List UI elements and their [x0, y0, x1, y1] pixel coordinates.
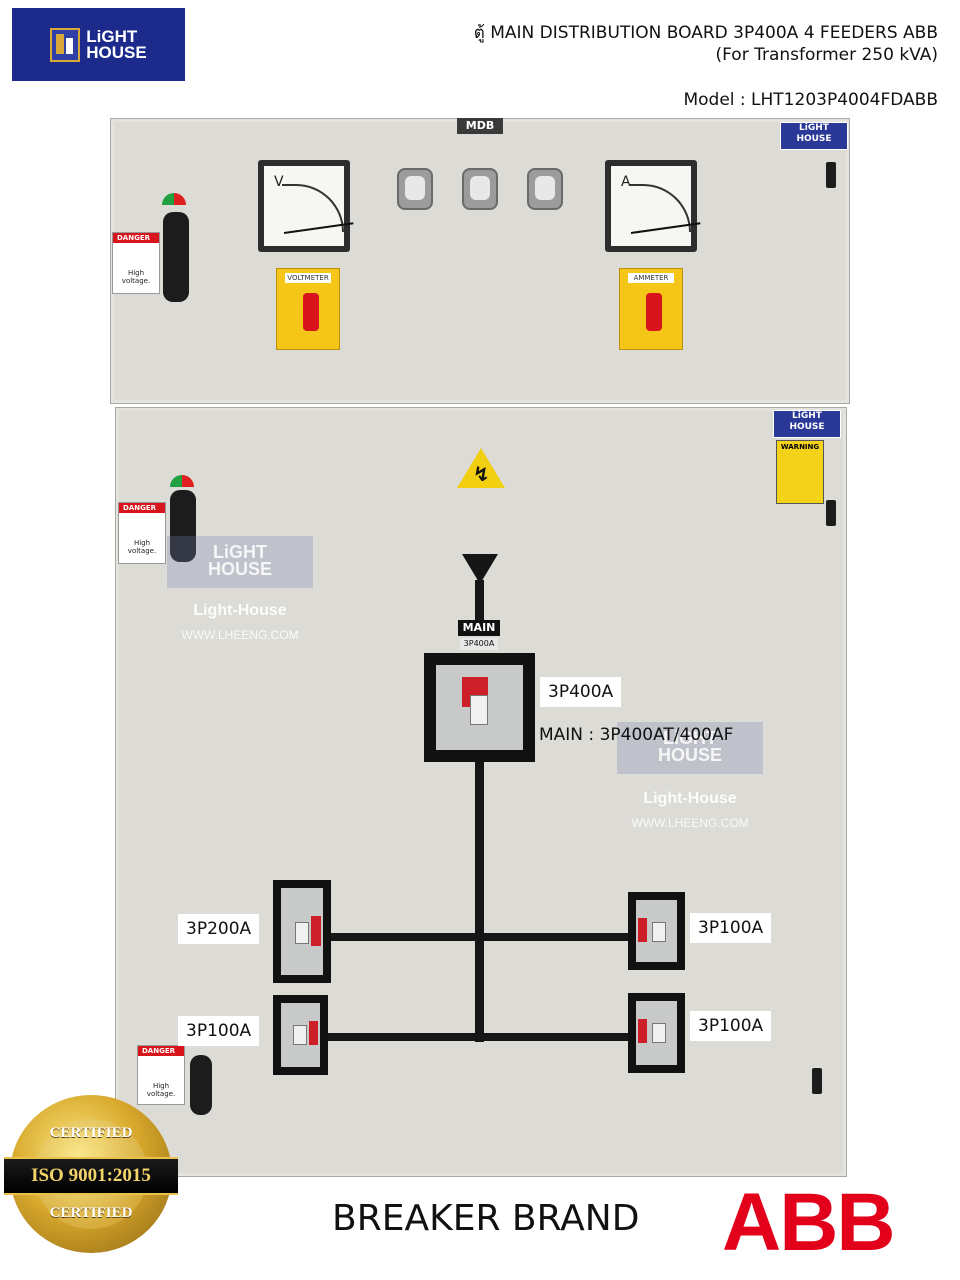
panel-logo-bottom: LiGHT HOUSE [773, 410, 841, 438]
logo-line-2: HOUSE [86, 42, 147, 62]
ammeter: A [605, 160, 701, 252]
ammeter-letter: A [621, 174, 631, 190]
feeder-toggle-right-top[interactable] [652, 922, 666, 942]
panel-logo-top: LiGHT HOUSE [780, 122, 848, 150]
danger-sticker-middle: DANGER High voltage. [118, 502, 166, 564]
lower-handle[interactable] [190, 1055, 212, 1115]
watermark-logo-right: LiGHT HOUSE [617, 722, 763, 774]
product-title: ตู้ MAIN DISTRIBUTION BOARD 3P400A 4 FEE… [474, 22, 938, 66]
main-breaker-spec: MAIN : 3P400AT/400AF [539, 725, 734, 745]
pilot-lamp-l2 [462, 168, 498, 210]
callout-feeder-right-bottom: 3P100A [690, 1011, 772, 1041]
model-number: Model : LHT1203P4004FDABB [683, 90, 938, 110]
title-line-2: (For Transformer 250 kVA) [715, 45, 938, 65]
warning-sticker: WARNING [776, 440, 824, 504]
feeder-breaker-right-top[interactable] [628, 892, 685, 970]
callout-feeder-right-top: 3P100A [690, 913, 772, 943]
watermark-name-left: Light-House [193, 602, 287, 619]
voltmeter-letter: V [274, 174, 284, 190]
pilot-lamp-l3 [527, 168, 563, 210]
feeder-toggle-right-bottom[interactable] [652, 1023, 666, 1043]
main-nameplate-rating: 3P400A [460, 638, 498, 650]
abb-logo: ABB [722, 1177, 896, 1268]
danger-sticker-top: DANGER High voltage. [112, 232, 160, 294]
busbar-incoming [475, 580, 484, 620]
seal-bottom-word: CERTIFIED [49, 1205, 133, 1221]
danger-sticker-bottom: DANGER High voltage. [137, 1045, 185, 1105]
watermark-name-right: Light-House [643, 790, 737, 807]
bottom-door-handle-indicator [170, 475, 194, 487]
pilot-lamp-l1 [397, 168, 433, 210]
title-line-1: ตู้ MAIN DISTRIBUTION BOARD 3P400A 4 FEE… [473, 23, 938, 43]
selector-knob-icon[interactable] [646, 293, 662, 331]
top-door-handle-indicator [162, 193, 186, 205]
main-breaker-toggle[interactable] [470, 695, 488, 725]
electrical-hazard-icon [457, 448, 505, 488]
mdb-nameplate: MDB [457, 118, 503, 134]
incoming-arrow-icon [462, 554, 498, 584]
seal-top-word: CERTIFIED [49, 1125, 133, 1141]
feeder-toggle-left-top[interactable] [295, 922, 309, 944]
bottom-door-handle[interactable] [170, 490, 196, 562]
ammeter-selector-label: AMMETER [628, 273, 674, 283]
main-nameplate: MAIN [458, 620, 500, 636]
selector-knob-icon[interactable] [303, 293, 319, 331]
top-door-handle[interactable] [163, 212, 189, 302]
lighthouse-mark-icon [50, 27, 81, 62]
hinge-middle [826, 500, 836, 526]
watermark-url-left: WWW.LHEENG.COM [181, 628, 299, 642]
hinge-top [826, 162, 836, 188]
callout-feeder-left-bottom: 3P100A [178, 1016, 260, 1046]
breaker-brand-label: BREAKER BRAND [332, 1198, 640, 1239]
busbar-vertical [475, 762, 484, 1042]
voltmeter-selector-label: VOLTMETER [285, 273, 331, 283]
feeder-breaker-left-top[interactable] [273, 880, 331, 983]
cabinet-top-door [110, 118, 850, 404]
logo-line-1: LiGHT [86, 26, 138, 46]
hinge-bottom [812, 1068, 822, 1094]
ammeter-selector-switch[interactable]: AMMETER [619, 268, 683, 350]
voltmeter-selector-switch[interactable]: VOLTMETER [276, 268, 340, 350]
callout-main-breaker: 3P400A [540, 677, 622, 707]
iso-certified-seal: CERTIFIED ISO 9001:2015 CERTIFIED [4, 1095, 178, 1253]
watermark-url-right: WWW.LHEENG.COM [631, 816, 749, 830]
lighthouse-logo: LiGHT HOUSE [12, 8, 185, 81]
voltmeter: V [258, 160, 354, 252]
busbar-horizontal-bottom [325, 1033, 633, 1041]
callout-feeder-left-top: 3P200A [178, 914, 260, 944]
busbar-horizontal-top [325, 933, 633, 941]
feeder-toggle-left-bottom[interactable] [293, 1025, 307, 1045]
watermark-logo-left: LiGHT HOUSE [167, 536, 313, 588]
feeder-breaker-left-bottom[interactable] [273, 995, 328, 1075]
feeder-breaker-right-bottom[interactable] [628, 993, 685, 1073]
seal-iso-band: ISO 9001:2015 [4, 1157, 178, 1195]
main-breaker[interactable] [424, 653, 535, 762]
